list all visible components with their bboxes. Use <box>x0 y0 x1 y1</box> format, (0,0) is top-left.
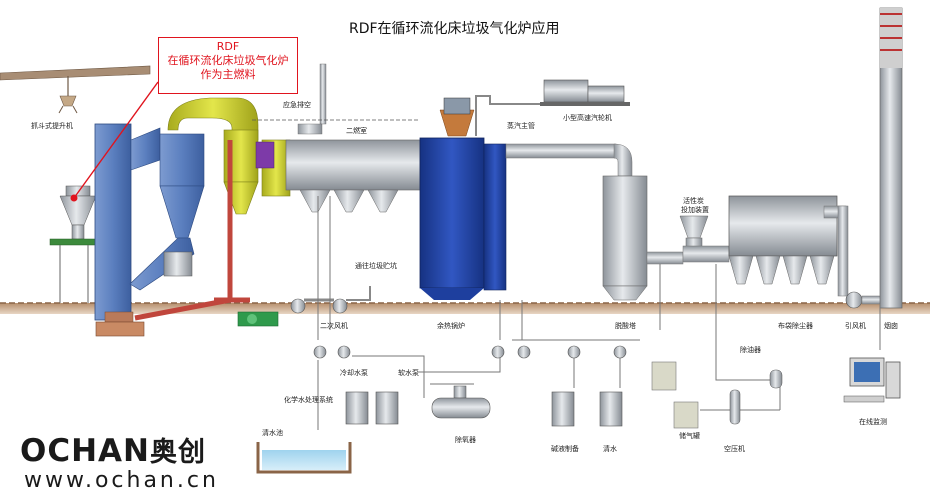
label-clear-pool: 清水池 <box>262 429 283 437</box>
label-secondary-chamber: 二燃室 <box>346 127 367 135</box>
diagram-title: RDF在循环流化床垃圾气化炉应用 <box>349 21 560 37</box>
alkali-tanks <box>551 391 623 427</box>
floor-line <box>0 302 930 314</box>
label-cooling-pump: 冷却水泵 <box>340 369 368 377</box>
logo-brand: OCHAN奥创 <box>20 435 219 469</box>
label-emergency-vent: 应急排空 <box>283 101 311 109</box>
callout-line-1: RDF <box>216 40 240 53</box>
label-secondary-fan: 二次风机 <box>320 322 348 330</box>
ochan-logo: OCHAN奥创 www.ochan.cn <box>20 435 219 493</box>
label-clear-water: 清水 <box>603 445 617 453</box>
label-bag-filter: 布袋除尘器 <box>778 322 813 330</box>
cyclone-separator <box>129 97 259 291</box>
gasifier-furnace <box>94 123 161 337</box>
chemical-water-tanks <box>345 391 399 425</box>
label-soft-water-pump: 软水泵 <box>398 369 419 377</box>
label-gas-tank: 储气罐 <box>679 432 700 440</box>
label-online-monitor: 在线监测 <box>859 418 887 426</box>
turbine <box>540 79 630 106</box>
logo-brand-latin: OCHAN <box>20 433 150 469</box>
air-compressor-system <box>651 361 783 429</box>
callout-line-2: 在循环流化床垃圾气化炉 <box>167 54 289 67</box>
bag-filter <box>682 195 849 297</box>
label-chimney: 烟囱 <box>884 322 898 330</box>
induced-draft-fan <box>845 291 883 309</box>
label-activated-carbon-1: 活性炭 <box>683 197 704 205</box>
steam-main-pipe <box>475 95 592 136</box>
label-oil-remover: 除油器 <box>740 346 761 354</box>
waste-heat-boiler <box>419 97 507 300</box>
label-air-compressor: 空压机 <box>724 445 745 453</box>
flue-duct <box>505 143 633 177</box>
label-deacid-tower: 脱酸塔 <box>615 322 636 330</box>
label-deaerator: 除氧器 <box>455 436 476 444</box>
rdf-callout: RDF 在循环流化床垃圾气化炉 作为主燃料 <box>158 37 298 94</box>
clear-water-pool <box>256 442 352 474</box>
secondary-air-fan <box>290 286 371 314</box>
label-waste-heat-boiler: 余热锅炉 <box>437 322 465 330</box>
label-crane: 抓斗式提升机 <box>31 122 73 130</box>
label-id-fan: 引风机 <box>845 322 866 330</box>
label-chem-water: 化学水处理系统 <box>284 396 333 404</box>
label-activated-carbon-2: 投加装置 <box>681 206 709 214</box>
callout-pointer <box>70 81 159 202</box>
label-turbine: 小型高速汽轮机 <box>563 114 612 122</box>
callout-line-3: 作为主燃料 <box>200 68 256 81</box>
air-duct <box>134 140 250 321</box>
label-steam-main: 蒸汽主管 <box>507 122 535 130</box>
logo-brand-cn: 奥创 <box>149 437 206 468</box>
emergency-vent <box>297 63 327 135</box>
chimney <box>879 7 903 309</box>
grab-crane <box>0 65 151 114</box>
deacid-tower <box>602 175 684 301</box>
logo-url: www.ochan.cn <box>24 468 219 493</box>
secondary-combustion-chamber <box>252 119 421 213</box>
green-fan <box>237 311 279 327</box>
label-alkali-prep: 碱液制备 <box>551 445 579 453</box>
deaerator-tank <box>431 385 491 419</box>
monitor-computer-icon <box>843 357 901 403</box>
feed-hopper <box>49 185 99 303</box>
pumps <box>313 345 627 359</box>
label-garbage-storage: 通往垃圾贮坑 <box>355 262 397 270</box>
